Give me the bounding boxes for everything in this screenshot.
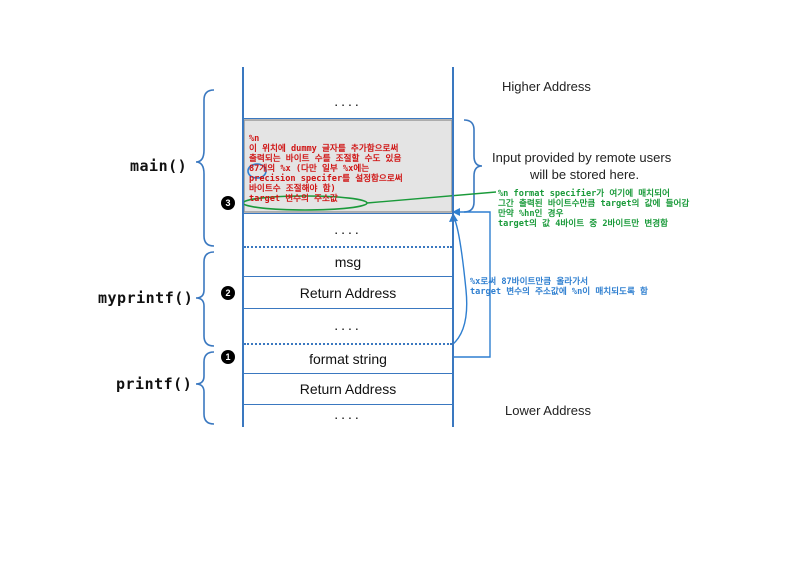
red-annotation-line: %n <box>249 134 260 144</box>
green-annotation-line: %n format specifier가 여기에 매치되어 <box>498 189 670 199</box>
stack-cell-dots-bottom: .... <box>334 406 362 422</box>
blue-annotation: %x로써 87바이트만큼 올라가서 target 변수의 주소값에 %n이 매치… <box>470 277 648 297</box>
stack-cell-msg: msg <box>334 254 362 270</box>
red-annotation-line: 이 위치에 dummy 글자를 추가함으로써 <box>249 144 399 154</box>
blue-annotation-line: %x로써 87바이트만큼 올라가서 <box>470 277 589 287</box>
stack-cell-return-address-myprintf: Return Address <box>299 285 397 301</box>
frame-label-printf: printf() <box>116 375 193 393</box>
blue-arrow-curve <box>451 217 468 346</box>
separator <box>244 373 452 374</box>
green-annotation: %n format specifier가 여기에 매치되어 그간 출력된 바이트… <box>498 189 689 229</box>
red-annotation-line: precision specifer를 설정함으로써 <box>249 174 403 184</box>
marker-1: 1 <box>221 350 235 364</box>
blue-arrow-outer-head <box>452 208 460 216</box>
separator <box>244 276 452 277</box>
dotted-separator <box>244 246 452 248</box>
stack-cell-dots-mid2: .... <box>334 317 362 333</box>
separator <box>244 404 452 405</box>
input-description-line1: Input provided by remote users <box>492 150 672 165</box>
marker-3: 3 <box>221 196 235 210</box>
frame-label-main: main() <box>130 157 188 175</box>
lower-address-label: Lower Address <box>505 403 591 418</box>
blue-arrow-outer <box>452 211 491 358</box>
frame-label-myprintf: myprintf() <box>98 289 194 307</box>
red-annotation-line: target 변수의 주소값 <box>249 194 338 204</box>
stack-right-edge <box>452 67 454 427</box>
brace-printf <box>195 351 215 425</box>
green-annotation-line: 그간 출력된 바이트수만큼 target의 값에 들어감 <box>498 199 690 209</box>
stack-left-edge <box>242 67 244 427</box>
input-description-line2: will be stored here. <box>530 167 640 182</box>
blue-annotation-line: target 변수의 주소값에 %n이 매치되도록 함 <box>470 287 648 297</box>
stack-cell-dots-top: .... <box>334 93 362 109</box>
brace-main <box>195 89 215 247</box>
brace-myprintf <box>195 251 215 347</box>
dotted-separator <box>244 343 452 345</box>
green-annotation-line: 만약 %hn인 경우 <box>498 209 564 219</box>
count-87-circle <box>247 163 267 179</box>
separator <box>244 308 452 309</box>
red-annotation-line: 바이트수 조절해야 함) <box>249 184 336 194</box>
stack-cell-dots-mid1: .... <box>334 221 362 237</box>
brace-input <box>463 119 483 213</box>
green-annotation-line: target의 값 4바이트 중 2바이트만 변경함 <box>498 219 669 229</box>
stack-cell-format-string: format string <box>309 351 387 367</box>
separator <box>244 118 452 119</box>
separator <box>244 213 452 214</box>
stack-cell-return-address-printf: Return Address <box>299 381 397 397</box>
higher-address-label: Higher Address <box>502 79 591 94</box>
green-connector <box>366 191 497 204</box>
red-annotation-line: 출력되는 바이트 수를 조절할 수도 있음 <box>249 154 402 164</box>
red-annotation-line: 87개의 %x (다만 일부 %x에는 <box>249 164 370 174</box>
red-annotation: %n 이 위치에 dummy 글자를 추가함으로써 출력되는 바이트 수를 조절… <box>249 134 449 204</box>
marker-2: 2 <box>221 286 235 300</box>
